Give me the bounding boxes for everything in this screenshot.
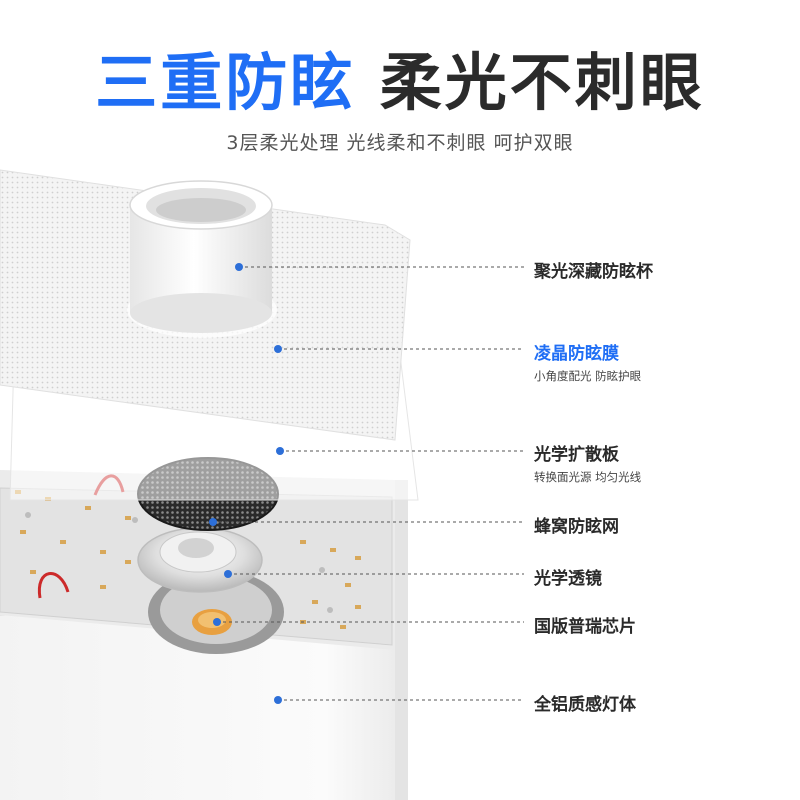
callout-title: 蜂窝防眩网	[534, 517, 619, 537]
callout-title: 国版普瑞芯片	[534, 617, 636, 637]
callout-optical-lens: 光学透镜	[534, 564, 602, 589]
optical-lens	[137, 527, 263, 593]
callout-anti-glare-cup: 聚光深藏防眩杯	[534, 257, 653, 282]
callout-title: 凌晶防眩膜	[534, 344, 619, 364]
callout-anti-glare-film: 凌晶防眩膜 小角度配光 防眩护眼	[534, 339, 641, 384]
callout-subtitle: 转换面光源 均匀光线	[534, 470, 642, 484]
callout-cob-chip: 国版普瑞芯片	[534, 612, 636, 637]
callout-title: 聚光深藏防眩杯	[534, 262, 653, 282]
callout-title: 光学扩散板	[534, 445, 619, 465]
callout-honeycomb-mesh: 蜂窝防眩网	[534, 512, 619, 537]
headline-accent: 三重防眩	[95, 46, 356, 119]
leader-lines	[213, 266, 524, 701]
headline: 三重防眩 柔光不刺眼	[0, 52, 800, 114]
subtitle: 3层柔光处理 光线柔和不刺眼 呵护双眼	[226, 132, 574, 154]
callout-title: 全铝质感灯体	[534, 695, 636, 715]
headline-main: 柔光不刺眼	[379, 46, 705, 119]
callout-lamp-body: 全铝质感灯体	[534, 690, 636, 715]
anti-glare-cup	[129, 180, 273, 333]
callout-title: 光学透镜	[534, 569, 602, 589]
callout-dots	[209, 263, 284, 704]
callout-subtitle: 小角度配光 防眩护眼	[534, 369, 642, 383]
callout-diffuser-plate: 光学扩散板 转换面光源 均匀光线	[534, 440, 641, 485]
